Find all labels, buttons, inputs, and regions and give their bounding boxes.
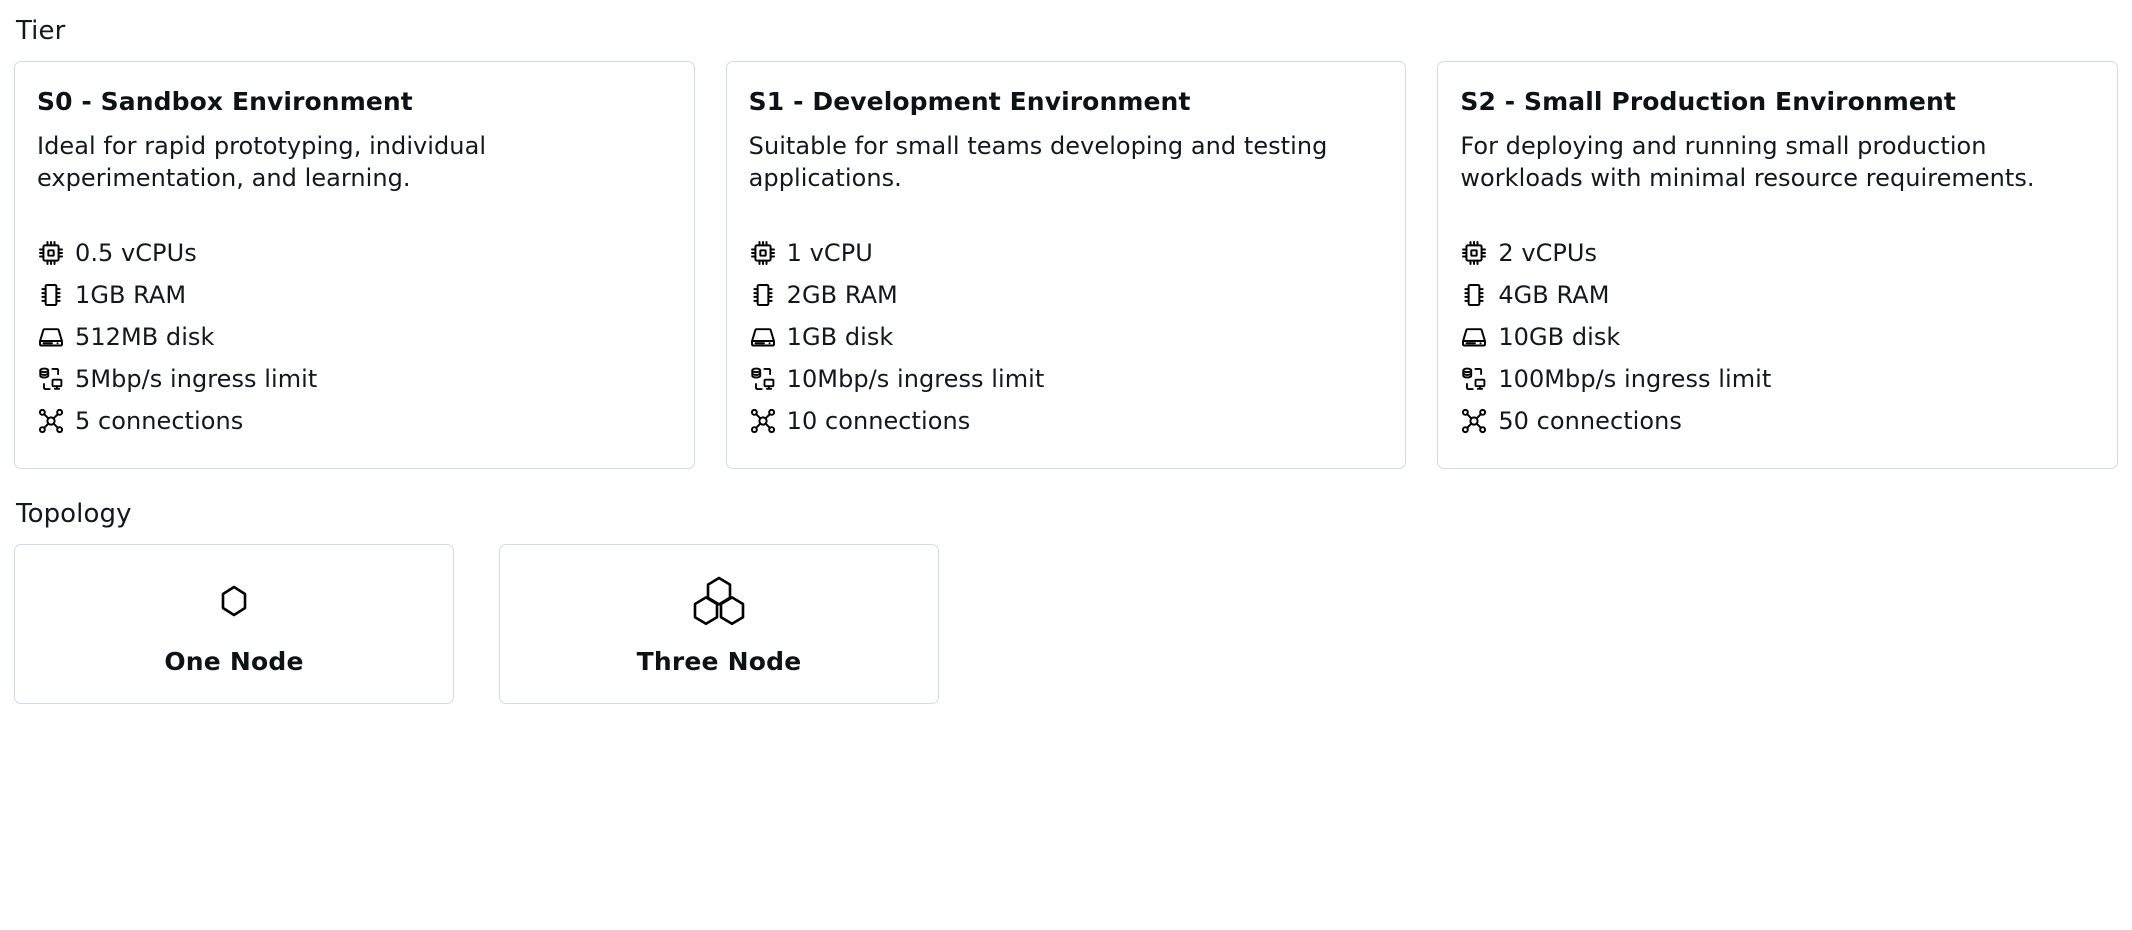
tier-card-s2[interactable]: S2 - Small Production Environment For de… — [1437, 61, 2119, 469]
spec-value: 2 vCPUs — [1498, 238, 1598, 267]
topology-section: Topology One Node Three — [14, 499, 2118, 704]
memory-icon — [1460, 281, 1488, 309]
tier-card-description: Suitable for small teams developing and … — [748, 132, 1328, 192]
tier-card-s1[interactable]: S1 - Development Environment Suitable fo… — [725, 61, 1407, 469]
topology-option-label: Three Node — [636, 646, 802, 676]
cpu-icon — [1460, 239, 1488, 267]
spec-row-connections: 5 connections — [37, 400, 672, 442]
spec-value: 50 connections — [1498, 406, 1682, 435]
topology-option-three-node[interactable]: Three Node — [499, 544, 939, 704]
tier-section-label: Tier — [16, 16, 66, 46]
triple-hexagon-icon — [682, 575, 756, 627]
network-transfer-icon — [1460, 365, 1488, 393]
spec-value: 10GB disk — [1498, 322, 1621, 351]
spec-value: 4GB RAM — [1498, 280, 1610, 309]
spec-value: 100Mbp/s ingress limit — [1498, 364, 1772, 393]
connections-icon — [37, 407, 65, 435]
network-transfer-icon — [749, 365, 777, 393]
connections-icon — [749, 407, 777, 435]
topology-option-one-node[interactable]: One Node — [14, 544, 454, 704]
tier-card-description: Ideal for rapid prototyping, individual … — [37, 132, 487, 192]
spec-row-connections: 10 connections — [749, 400, 1384, 442]
spec-value: 5 connections — [75, 406, 244, 435]
spec-value: 10Mbp/s ingress limit — [786, 364, 1045, 393]
spec-value: 512MB disk — [75, 322, 215, 351]
spec-row-network: 10Mbp/s ingress limit — [749, 358, 1384, 400]
spec-row-disk: 1GB disk — [749, 316, 1384, 358]
spec-row-memory: 2GB RAM — [749, 274, 1384, 316]
spec-row-connections: 50 connections — [1460, 400, 2095, 442]
spec-row-cpu: 0.5 vCPUs — [37, 232, 672, 274]
topology-option-label: One Node — [164, 646, 304, 676]
spec-value: 5Mbp/s ingress limit — [75, 364, 318, 393]
spec-value: 1GB RAM — [75, 280, 187, 309]
disk-icon — [1460, 323, 1488, 351]
spec-value: 1 vCPU — [786, 238, 873, 267]
tier-card-s0[interactable]: S0 - Sandbox Environment Ideal for rapid… — [14, 61, 695, 469]
tier-card-title: S2 - Small Production Environment — [1460, 87, 1956, 117]
spec-row-network: 100Mbp/s ingress limit — [1460, 358, 2095, 400]
topology-option-row: One Node Three Node — [14, 544, 2118, 704]
tier-card-row: S0 - Sandbox Environment Ideal for rapid… — [14, 61, 2119, 469]
memory-icon — [749, 281, 777, 309]
tier-spec-list: 2 vCPUs 4GB RAM — [1460, 194, 2095, 442]
single-hexagon-icon — [208, 575, 260, 627]
topology-section-label: Topology — [16, 498, 132, 529]
tier-spec-list: 1 vCPU 2GB RAM — [749, 194, 1384, 442]
tier-section: Tier S0 - Sandbox Environment Ideal for … — [14, 16, 2119, 469]
spec-row-network: 5Mbp/s ingress limit — [37, 358, 672, 400]
spec-value: 0.5 vCPUs — [75, 238, 197, 267]
spec-row-disk: 10GB disk — [1460, 316, 2095, 358]
disk-icon — [749, 323, 777, 351]
tier-card-title: S1 - Development Environment — [748, 87, 1191, 117]
spec-row-cpu: 1 vCPU — [749, 232, 1384, 274]
spec-row-cpu: 2 vCPUs — [1460, 232, 2095, 274]
tier-card-title: S0 - Sandbox Environment — [37, 87, 413, 117]
spec-value: 2GB RAM — [786, 280, 898, 309]
network-transfer-icon — [37, 365, 65, 393]
spec-value: 1GB disk — [786, 322, 894, 351]
tier-topology-page: Tier S0 - Sandbox Environment Ideal for … — [14, 16, 2119, 704]
spec-row-memory: 4GB RAM — [1460, 274, 2095, 316]
cpu-icon — [749, 239, 777, 267]
spec-row-disk: 512MB disk — [37, 316, 672, 358]
spec-row-memory: 1GB RAM — [37, 274, 672, 316]
disk-icon — [37, 323, 65, 351]
spec-value: 10 connections — [786, 406, 971, 435]
tier-card-description: For deploying and running small producti… — [1460, 132, 2035, 192]
memory-icon — [37, 281, 65, 309]
cpu-icon — [37, 239, 65, 267]
connections-icon — [1460, 407, 1488, 435]
tier-spec-list: 0.5 vCPUs 1GB RAM — [37, 194, 672, 442]
